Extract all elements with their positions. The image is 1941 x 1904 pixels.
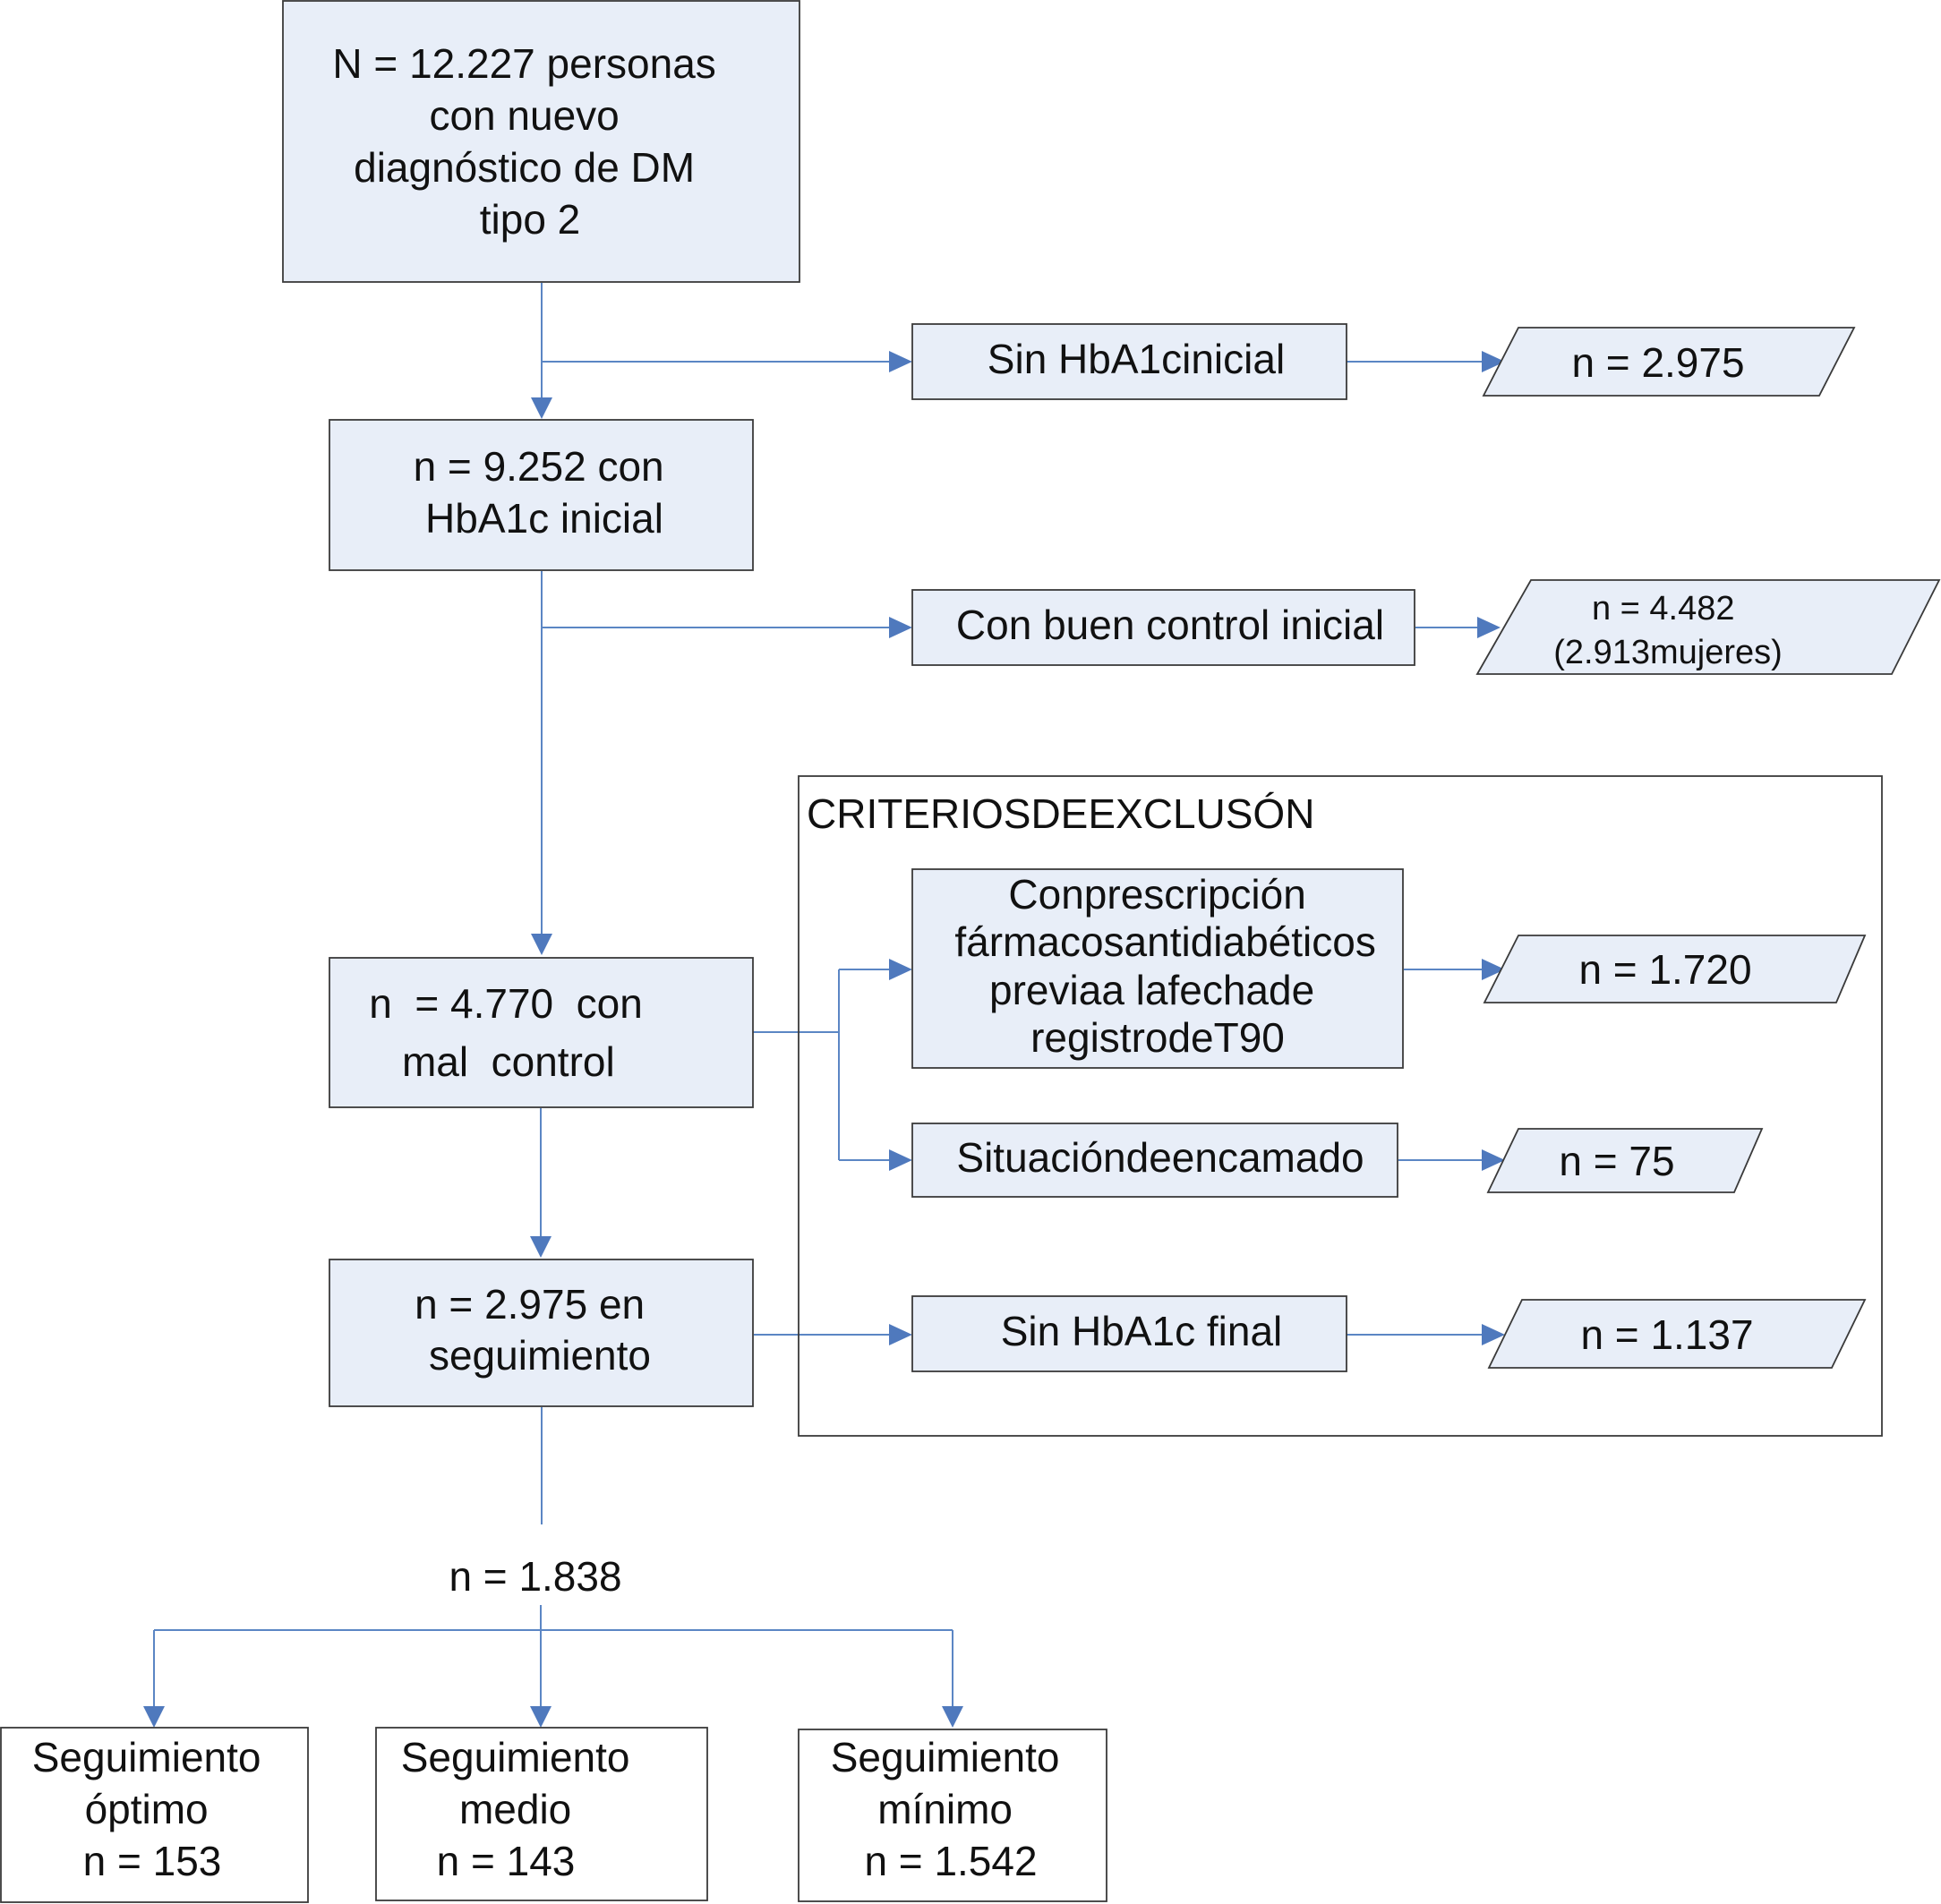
no-initial-hba1c-box	[911, 323, 1347, 400]
initial-hba1c-text: n = 9.252 con HbA1c inicial	[414, 443, 676, 542]
drug-prescription-result-text: n = 1.720	[1578, 946, 1751, 993]
arrowhead	[530, 1706, 552, 1728]
connectors	[153, 283, 1491, 1712]
arrowhead	[143, 1706, 165, 1728]
arrowhead	[889, 1149, 912, 1171]
no-initial-hba1c-result	[1482, 327, 1856, 397]
outcome-optimal-box	[0, 1727, 309, 1903]
arrowhead	[530, 1236, 552, 1258]
outcome-medium-text: Seguimiento medio n = 143	[401, 1734, 642, 1884]
poor-control-box	[329, 957, 754, 1108]
arrowhead	[889, 959, 912, 980]
outcome-medium-box	[375, 1727, 708, 1901]
no-final-hba1c-result	[1487, 1299, 1867, 1369]
arrowhead	[942, 1706, 963, 1728]
poor-control-text: n = 4.770 con mal control	[0, 0, 700, 1085]
exclusion-criteria-title: CRITERIOSDEEXCLUSÓN	[807, 790, 1314, 837]
outcome-minimum-box	[798, 1729, 1107, 1902]
no-final-hba1c-box	[911, 1295, 1347, 1372]
arrowhead	[889, 1324, 912, 1345]
outcome-optimal-text: Seguimiento óptimo n = 153	[32, 1734, 273, 1884]
final-n-label: n = 1.838	[449, 1553, 621, 1600]
arrowhead	[889, 351, 912, 372]
followup-box	[329, 1259, 754, 1407]
connector-poor-to-exclusions	[753, 969, 891, 1161]
good-control-result	[1475, 579, 1941, 675]
good-control-box	[911, 589, 1415, 666]
no-initial-hba1c-result-text: n = 2.975	[1571, 339, 1744, 386]
drug-prescription-box	[911, 868, 1404, 1069]
arrowhead	[1482, 1149, 1505, 1171]
no-final-hba1c-label: Sin HbA1c final	[1001, 1308, 1283, 1354]
bedridden-result-text: n = 75	[1559, 1138, 1674, 1184]
outcome-minimum-text: Seguimiento mínimo n = 1.542	[831, 1734, 1072, 1884]
arrowhead	[889, 617, 912, 638]
no-final-hba1c-result-text: n = 1.137	[1580, 1311, 1753, 1358]
arrowhead	[1482, 351, 1505, 372]
arrowheads	[143, 351, 1505, 1728]
arrowhead	[1477, 617, 1501, 638]
arrowhead	[531, 934, 552, 955]
followup-text: n = 2.975 en seguimiento	[415, 1281, 656, 1379]
bedridden-result	[1486, 1128, 1764, 1193]
drug-prescription-label: Conprescripción fármacosantidiabéticos p…	[954, 871, 1387, 1061]
exclusion-criteria-frame	[798, 775, 1883, 1437]
root-box-text: N = 12.227 personas con nuevo diagnóstic…	[332, 40, 727, 243]
bedridden-label: Situacióndeencamado	[956, 1134, 1364, 1181]
arrowhead	[1482, 959, 1505, 980]
good-control-label: Con buen control inicial	[956, 602, 1384, 648]
drug-prescription-result	[1483, 935, 1867, 1003]
connector-final-distribution	[153, 1605, 953, 1712]
arrowhead	[1482, 1324, 1505, 1345]
bedridden-box	[911, 1123, 1398, 1198]
root-box	[282, 0, 800, 283]
initial-hba1c-box	[329, 419, 754, 571]
no-initial-hba1c-label: Sin HbA1cinicial	[988, 336, 1285, 382]
arrowhead	[531, 397, 552, 419]
good-control-result-text: n = 4.482 (2.913mujeres)	[1553, 590, 1783, 671]
